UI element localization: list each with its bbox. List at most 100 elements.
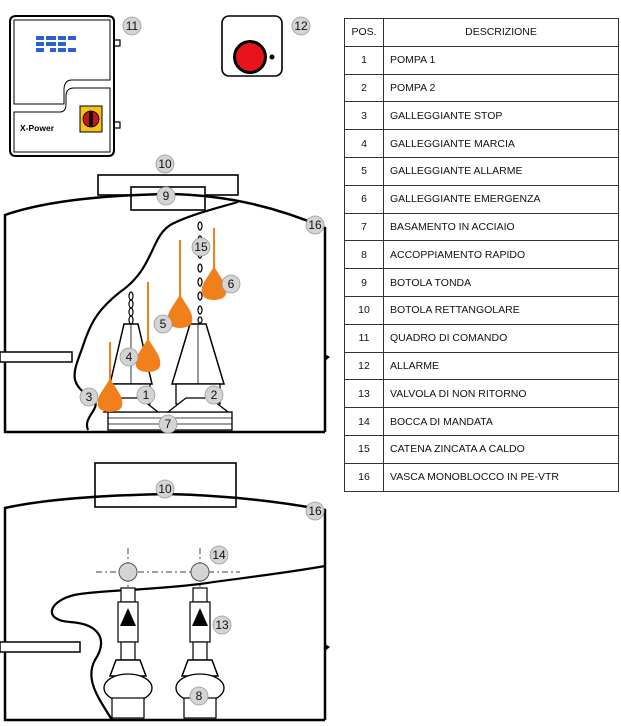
svg-text:14: 14 xyxy=(212,548,226,562)
badge-1: 1 xyxy=(136,385,156,405)
svg-text:8: 8 xyxy=(196,689,203,703)
legend-header-pos: POS. xyxy=(344,18,384,47)
badge-3: 3 xyxy=(79,387,99,407)
legend-desc: VALVOLA DI NON RITORNO xyxy=(383,379,619,409)
svg-text:4: 4 xyxy=(126,350,133,364)
legend-desc: BOCCA DI MANDATA xyxy=(383,407,619,436)
legend-pos: 3 xyxy=(344,101,384,131)
float-emergency xyxy=(201,228,227,300)
panel-brand: X-Power xyxy=(20,123,55,133)
svg-text:11: 11 xyxy=(126,19,139,33)
legend-desc: GALLEGGIANTE EMERGENZA xyxy=(383,184,619,214)
legend-desc: ALLARME xyxy=(383,351,619,381)
legend-pos: 12 xyxy=(344,351,384,381)
legend-desc: BOTOLA RETTANGOLARE xyxy=(383,295,619,325)
svg-text:9: 9 xyxy=(163,189,170,203)
badge-9: 9 xyxy=(156,186,176,206)
legend-header-desc: DESCRIZIONE xyxy=(383,18,619,47)
svg-text:2: 2 xyxy=(211,388,218,402)
badge-6: 6 xyxy=(221,274,241,294)
badge-4: 4 xyxy=(119,347,139,367)
badge-7: 7 xyxy=(158,414,178,434)
float-alarm xyxy=(167,240,193,328)
legend-pos: 14 xyxy=(344,407,384,436)
legend-desc: BASAMENTO IN ACCIAIO xyxy=(383,212,619,242)
display-icon xyxy=(36,36,76,52)
control-panel: X-Power xyxy=(9,15,121,157)
legend-pos: 6 xyxy=(344,184,384,214)
svg-text:3: 3 xyxy=(86,390,93,404)
legend-pos: 7 xyxy=(344,212,384,242)
svg-text:10: 10 xyxy=(158,157,172,171)
svg-text:1: 1 xyxy=(143,388,150,402)
legend-desc: POMPA 1 xyxy=(383,45,619,75)
legend-desc: ACCOPPIAMENTO RAPIDO xyxy=(383,240,619,270)
legend-pos: 15 xyxy=(344,434,384,464)
svg-text:13: 13 xyxy=(215,618,229,632)
badge-10-top: 10 xyxy=(155,154,175,174)
legend-desc: QUADRO DI COMANDO xyxy=(383,323,619,353)
badge-16-top: 16 xyxy=(305,215,325,235)
tank-front-view xyxy=(0,462,330,722)
legend-pos: 13 xyxy=(344,379,384,409)
legend-pos: 4 xyxy=(344,129,384,158)
badge-16-bottom: 16 xyxy=(305,501,325,521)
installation-diagram: X-Power 11 12 xyxy=(0,15,330,722)
legend-desc: CATENA ZINCATA A CALDO xyxy=(383,434,619,464)
legend-pos: 11 xyxy=(344,323,384,353)
badge-12: 12 xyxy=(291,16,311,36)
svg-text:7: 7 xyxy=(165,417,172,431)
legend-desc: GALLEGGIANTE STOP xyxy=(383,101,619,131)
legend-desc: GALLEGGIANTE ALLARME xyxy=(383,156,619,186)
badge-5: 5 xyxy=(153,314,173,334)
svg-text:6: 6 xyxy=(228,277,235,291)
tank-side-view xyxy=(0,174,330,434)
float-stop xyxy=(97,342,123,412)
legend-desc: BOTOLA TONDA xyxy=(383,268,619,297)
legend-desc: POMPA 2 xyxy=(383,73,619,103)
legend-pos: 5 xyxy=(344,156,384,186)
legend-desc: GALLEGGIANTE MARCIA xyxy=(383,129,619,158)
badge-13: 13 xyxy=(212,615,232,635)
svg-text:10: 10 xyxy=(158,482,172,496)
alarm-unit xyxy=(221,15,283,77)
discharge-line-1 xyxy=(103,562,153,719)
float-run xyxy=(135,282,161,372)
legend-pos: 2 xyxy=(344,73,384,103)
svg-text:12: 12 xyxy=(294,19,308,33)
legend-pos: 1 xyxy=(344,45,384,75)
legend-header-row: POS. DESCRIZIONE xyxy=(344,18,619,47)
badge-11: 11 xyxy=(122,16,142,36)
discharge-line-2 xyxy=(175,562,225,719)
badge-8: 8 xyxy=(189,686,209,706)
legend-pos: 16 xyxy=(344,462,384,492)
legend-pos: 8 xyxy=(344,240,384,270)
svg-text:16: 16 xyxy=(308,504,322,518)
main-switch xyxy=(79,105,103,133)
badge-14: 14 xyxy=(209,545,229,565)
legend-desc: VASCA MONOBLOCCO IN PE-VTR xyxy=(383,462,619,492)
legend-pos: 10 xyxy=(344,295,384,325)
svg-text:5: 5 xyxy=(160,317,167,331)
badge-15: 15 xyxy=(191,237,211,257)
svg-text:15: 15 xyxy=(194,240,208,254)
legend-pos: 9 xyxy=(344,268,384,297)
